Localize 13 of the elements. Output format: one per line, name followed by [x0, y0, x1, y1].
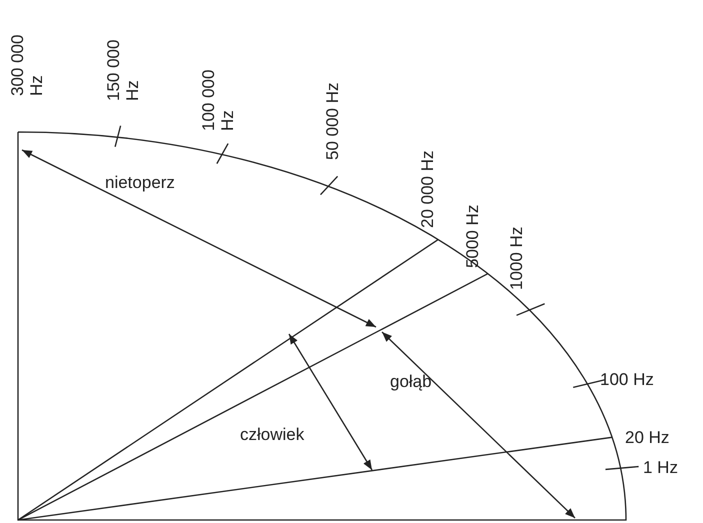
frequency-label: 20 Hz: [625, 428, 670, 447]
frequency-label: 50 000 Hz: [323, 82, 342, 160]
range-label: nietoperz: [105, 173, 175, 192]
frequency-label: 1000 Hz: [507, 226, 526, 290]
range-label: człowiek: [240, 425, 304, 444]
range-label: gołąb: [390, 372, 432, 391]
frequency-label: 5000 Hz: [463, 204, 482, 268]
frequency-label: 1 Hz: [643, 458, 678, 477]
frequency-label: 100 000 Hz: [199, 68, 237, 131]
frequency-label: 150 000 Hz: [104, 38, 142, 101]
frequency-label: 100 Hz: [600, 370, 654, 389]
frequency-label: 20 000 Hz: [418, 150, 437, 228]
frequency-label: 300 000 Hz: [8, 34, 46, 96]
